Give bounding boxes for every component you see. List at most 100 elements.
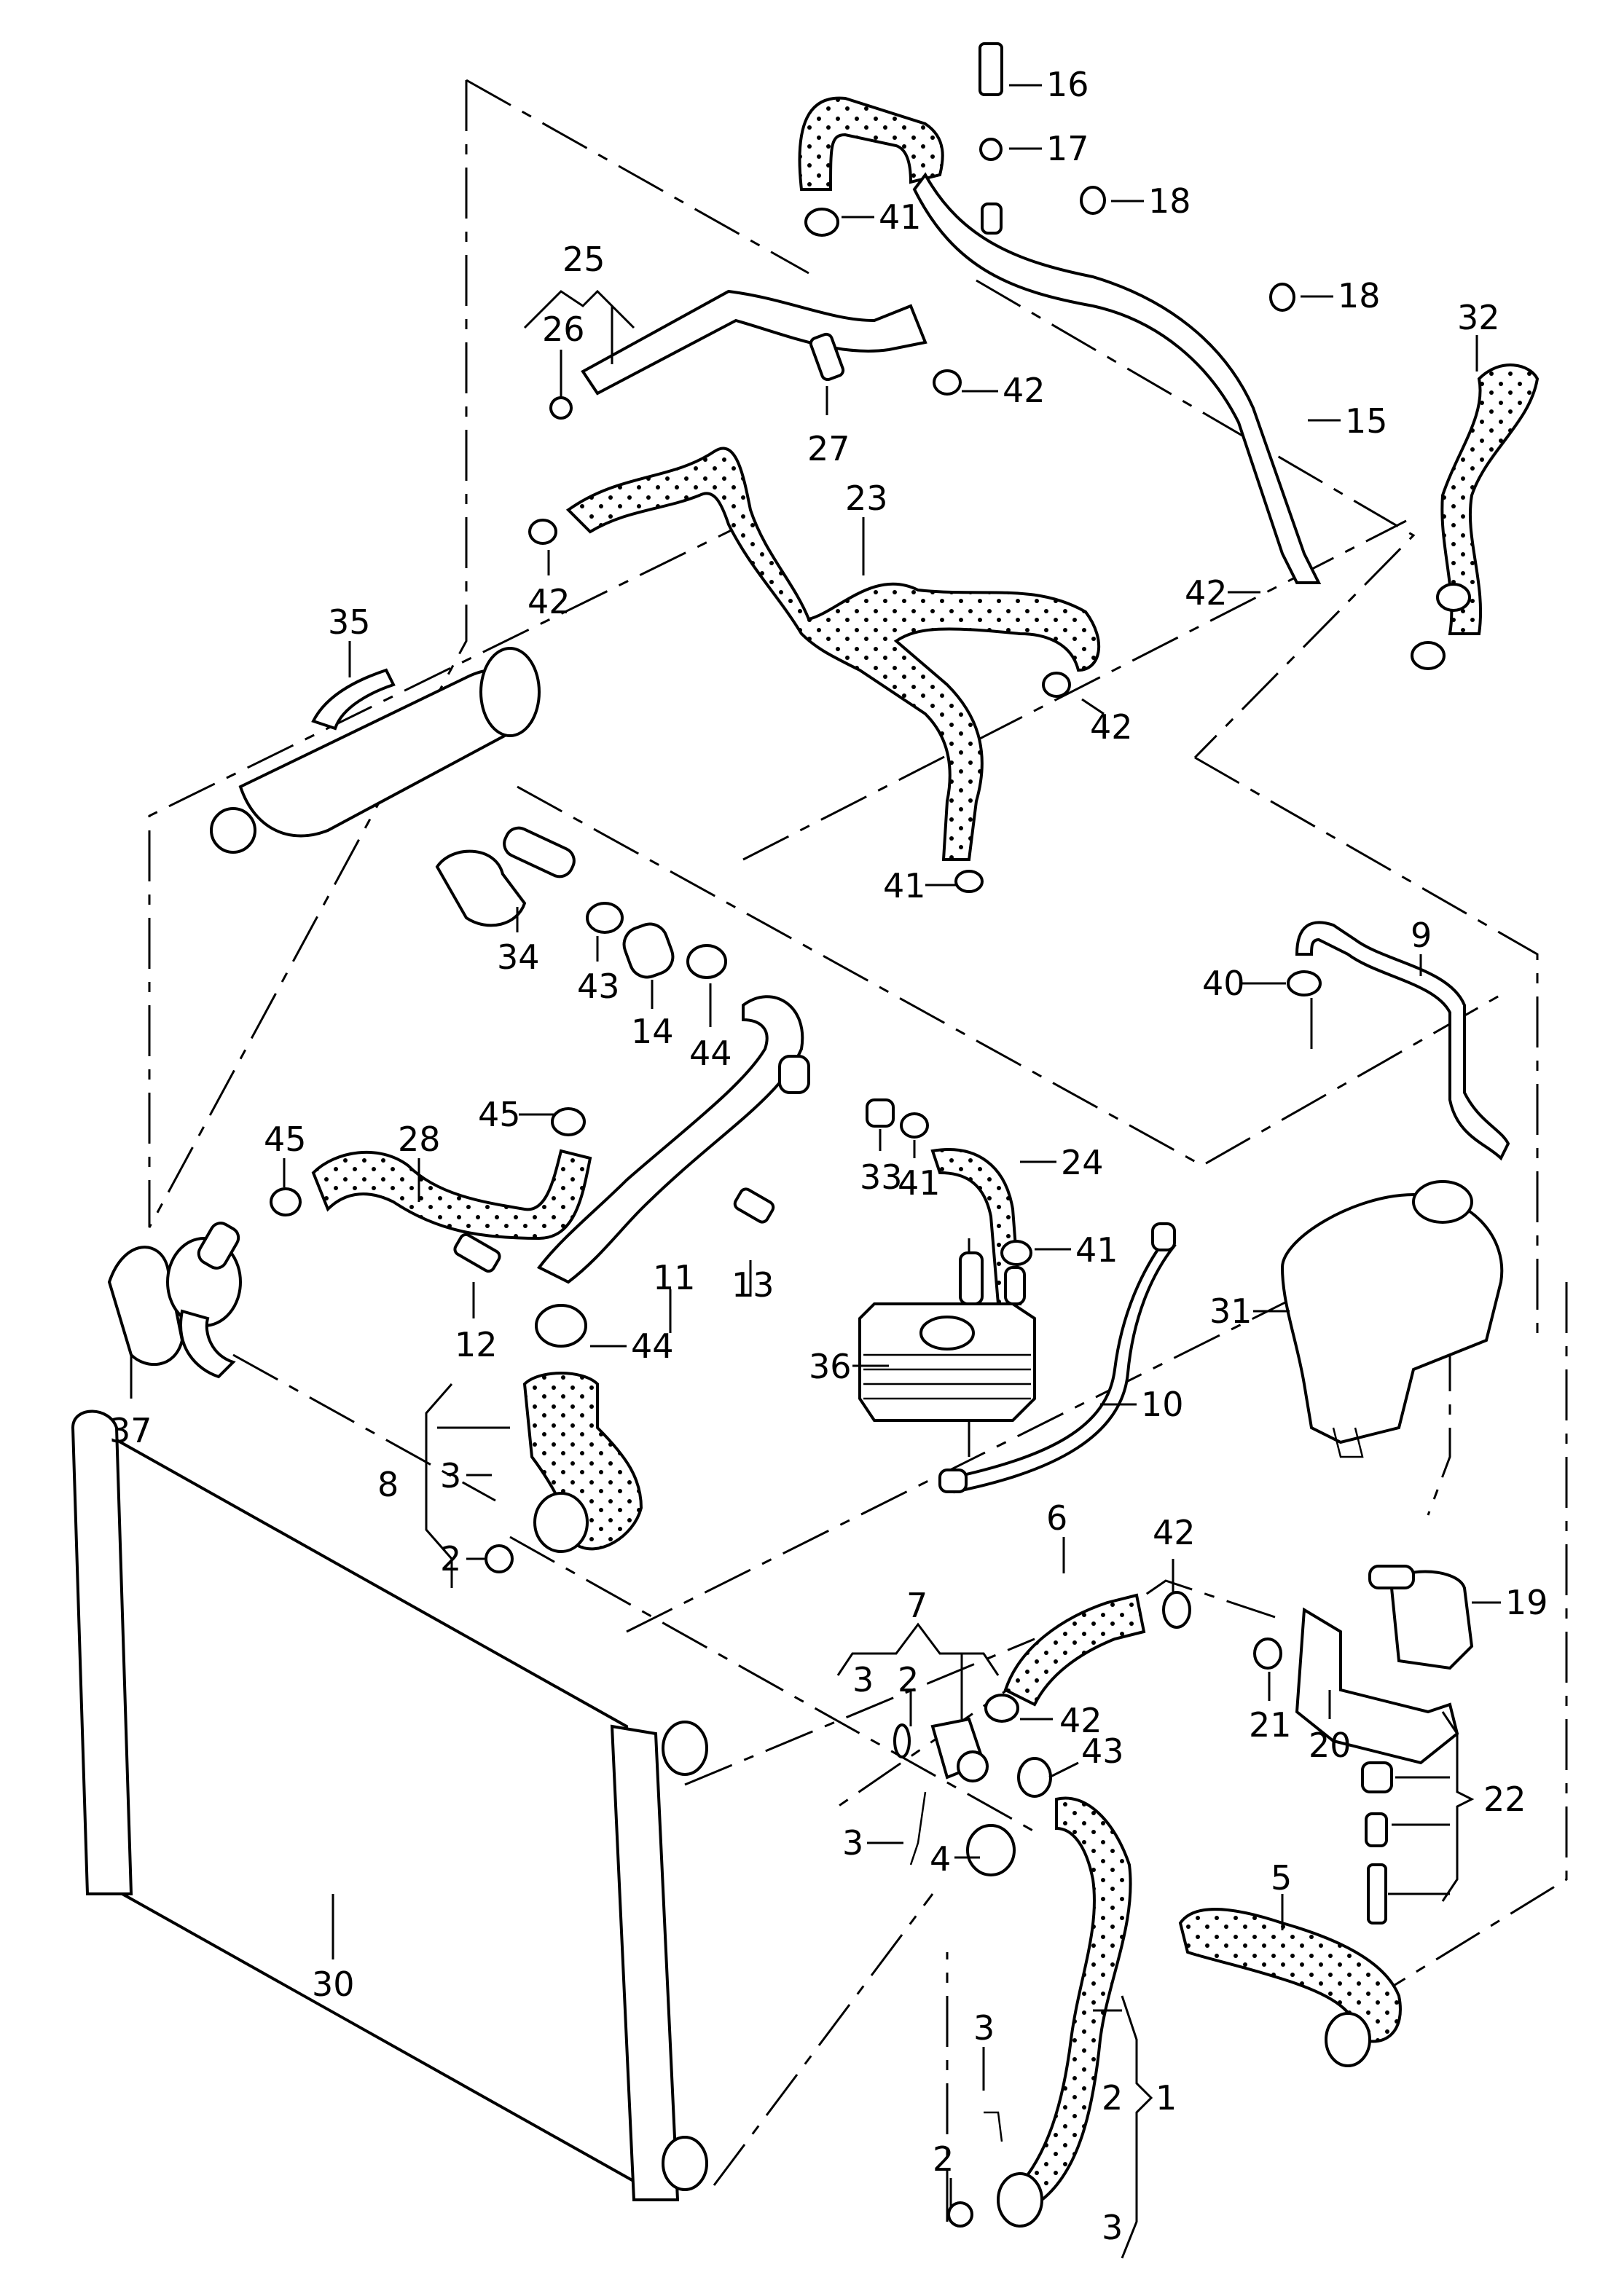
bracket-20	[1295, 1607, 1459, 1765]
callout-3: 3	[852, 1660, 874, 1699]
callout-2: 2	[1102, 2078, 1123, 2118]
callout-2: 2	[898, 1660, 919, 1699]
seal-ring-26	[549, 396, 573, 420]
clamp-41-mid	[954, 870, 984, 893]
oil-cooler-port	[919, 1316, 975, 1351]
clamp-43-upper	[586, 902, 624, 934]
callout-6: 6	[1046, 1498, 1067, 1538]
callout-44: 44	[689, 1034, 732, 1073]
radiator-upper-outlet	[662, 1721, 708, 1776]
seal-ring-2-lower	[947, 2201, 973, 2228]
callout-42: 42	[1185, 573, 1228, 613]
clamp-32-upper	[1436, 583, 1471, 612]
callout-3: 3	[1102, 2208, 1123, 2247]
callout-2: 2	[933, 2139, 954, 2179]
callout-labels: 16 17 18 18 41 25 26 27 42 32 15 23 42 4…	[109, 65, 1548, 2247]
callout-15: 15	[1345, 401, 1388, 441]
callout-14: 14	[631, 1012, 674, 1051]
connector-14	[622, 922, 675, 979]
callout-18: 18	[1338, 276, 1381, 315]
callout-9: 9	[1411, 916, 1432, 955]
callout-42: 42	[1003, 371, 1046, 410]
pipe-stub	[981, 203, 1003, 235]
callout-44: 44	[631, 1326, 674, 1366]
bolt-12	[453, 1232, 501, 1273]
radiator-lower-outlet	[662, 2136, 708, 2191]
coolant-pipe-11	[536, 995, 804, 1284]
callout-28: 28	[398, 1120, 441, 1159]
clamp-32-lower	[1411, 641, 1446, 670]
nut-21	[1253, 1638, 1282, 1670]
clamp-44-upper	[686, 944, 727, 979]
temperature-sensor-16	[978, 42, 1003, 96]
callout-19: 19	[1505, 1583, 1548, 1622]
hose-1-quick-connector	[997, 2172, 1043, 2228]
callout-45: 45	[478, 1095, 521, 1134]
callout-26: 26	[542, 310, 585, 349]
coolant-pipe-25	[581, 289, 927, 396]
coolant-hose-23	[565, 447, 1101, 861]
pipe-10-end-bottom	[938, 1469, 968, 1493]
clamp-42-tpiece	[984, 1694, 1019, 1723]
retaining-clip-3-lower	[984, 2111, 1003, 2142]
seal-ring-2-tpiece	[893, 1723, 911, 1758]
clamp-42-right	[1042, 672, 1071, 698]
callout-32: 32	[1457, 298, 1500, 337]
clamp-41-right	[1000, 1240, 1032, 1266]
callout-33: 33	[860, 1157, 903, 1197]
callout-11: 11	[653, 1258, 696, 1297]
callout-18: 18	[1148, 181, 1191, 221]
thermostat-housing-37	[107, 1246, 184, 1366]
retaining-clip-3-tpiece	[909, 1791, 927, 1866]
callout-3: 3	[842, 1823, 863, 1863]
clamp-45-left	[270, 1187, 302, 1216]
oil-cooler-36	[858, 1302, 1036, 1422]
callout-42: 42	[1090, 707, 1133, 747]
clamp-44-lower	[535, 1304, 587, 1348]
oil-cooler-plates	[863, 1353, 1031, 1400]
nut-18-lower	[1269, 283, 1295, 312]
clamp-41-left	[900, 1112, 929, 1139]
coolant-hose-28	[311, 1149, 592, 1241]
callout-21: 21	[1249, 1705, 1292, 1745]
mount-sleeve-22	[1365, 1812, 1388, 1847]
leader-lines	[130, 84, 1501, 2259]
callout-17: 17	[1046, 129, 1089, 168]
callout-3: 3	[973, 2008, 995, 2048]
pipe-10-end-top	[1151, 1222, 1176, 1251]
radiator-right-tank	[610, 1724, 680, 2201]
upper-hose	[798, 96, 944, 191]
callout-36: 36	[809, 1347, 852, 1386]
nut-18-upper	[1080, 186, 1106, 215]
callout-43: 43	[1081, 1731, 1124, 1771]
callout-42: 42	[527, 582, 570, 621]
callout-34: 34	[497, 937, 540, 977]
callout-40: 40	[1202, 964, 1245, 1003]
mount-bushing-22	[1361, 1761, 1393, 1793]
pump-inlet	[1368, 1565, 1415, 1589]
egr-valve-actuator	[210, 807, 256, 854]
callout-23: 23	[845, 479, 888, 518]
coolant-hose-1	[1010, 1796, 1132, 2202]
egr-cooler-end	[479, 647, 541, 737]
seal-ring-2-upper	[485, 1544, 514, 1573]
callout-5: 5	[1271, 1858, 1292, 1898]
callout-24: 24	[1061, 1143, 1104, 1182]
clamp-42-left	[528, 519, 557, 545]
callout-20: 20	[1309, 1726, 1352, 1765]
callout-41: 41	[879, 197, 922, 237]
callout-41: 41	[1075, 1230, 1118, 1270]
pipe-11-stub	[778, 1055, 810, 1094]
callout-3: 3	[440, 1456, 461, 1495]
callout-12: 12	[455, 1325, 498, 1364]
connector-33	[866, 1098, 895, 1128]
t-piece-port	[957, 1750, 989, 1782]
callout-10: 10	[1141, 1385, 1184, 1424]
coolant-pipe-15	[912, 172, 1322, 584]
callout-4: 4	[930, 1839, 951, 1879]
egr-cooler-pipe	[311, 668, 396, 731]
callout-16: 16	[1046, 65, 1089, 104]
coolant-flange-34	[435, 849, 527, 927]
